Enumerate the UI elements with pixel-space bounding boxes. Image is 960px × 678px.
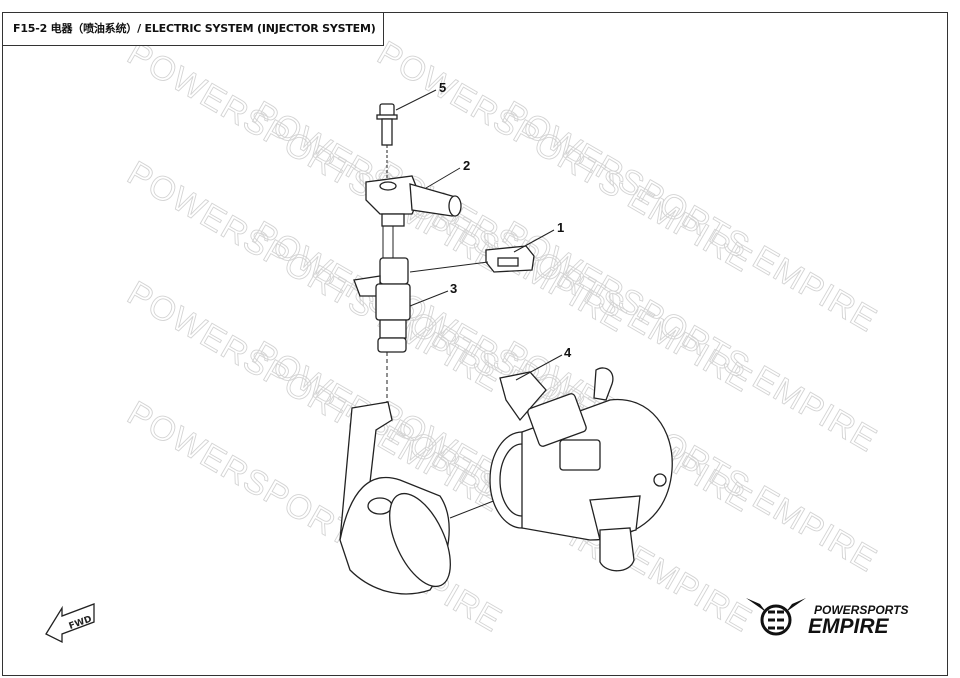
logo-line1: POWERSPORTS	[814, 603, 908, 617]
part-1-connector-clip[interactable]	[409, 245, 535, 273]
part-5-bolt[interactable]	[376, 103, 398, 178]
part-4-throttle-body[interactable]	[489, 367, 673, 572]
part-2-fuel-rail[interactable]	[365, 175, 462, 258]
forward-direction-arrow: FWD	[45, 603, 95, 644]
callout-1: 1	[557, 220, 564, 235]
intake-manifold[interactable]	[339, 401, 497, 595]
callout-3: 3	[450, 281, 457, 296]
callout-4: 4	[564, 345, 572, 360]
logo-line2: EMPIRE	[808, 615, 890, 638]
callout-leaders	[395, 89, 563, 381]
page-title: F15-2 电器（喷油系统）/ ELECTRIC SYSTEM (INJECTO…	[2, 12, 384, 46]
powersports-empire-logo: POWERSPORTS EMPIRE	[746, 598, 908, 638]
part-3-injector[interactable]	[353, 257, 411, 404]
callout-2: 2	[463, 158, 470, 173]
callout-5: 5	[439, 80, 446, 95]
drawing-frame	[2, 12, 948, 676]
